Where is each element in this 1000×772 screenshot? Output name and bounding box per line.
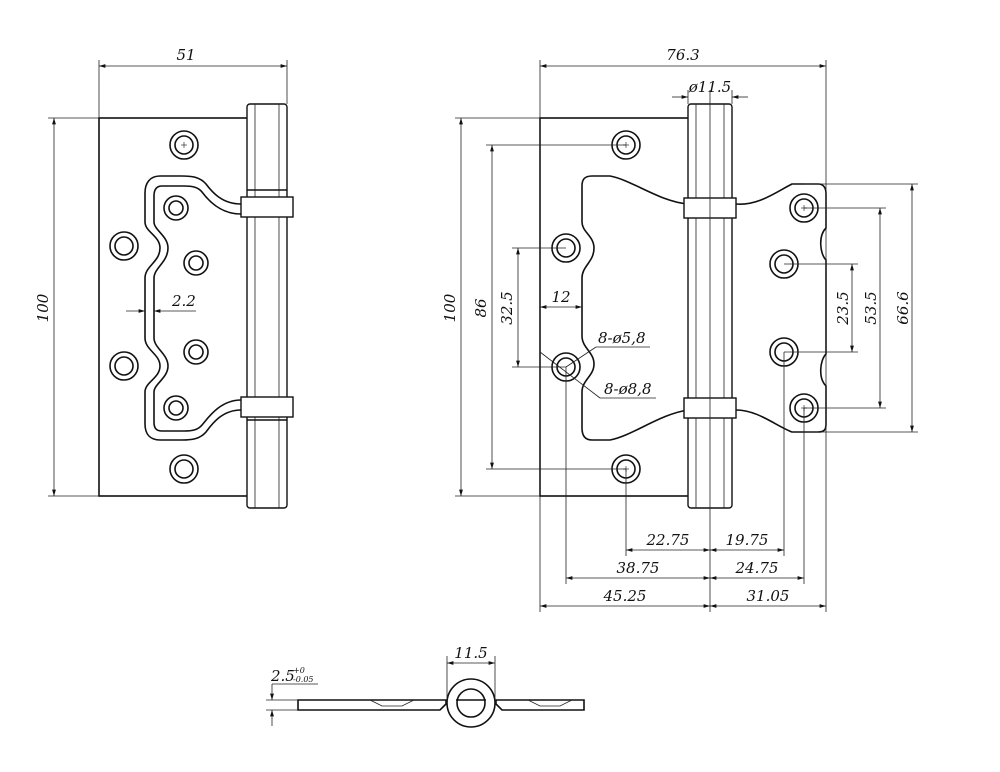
right-width-label: 76.3 [666, 46, 699, 64]
bottom-dim-6: 31.05 [747, 587, 790, 605]
section-tol-lower: -0.05 [293, 675, 314, 684]
left-knuckle-band-top [240, 196, 294, 218]
left-cutout-inner [153, 185, 242, 432]
left-width-label: 51 [176, 46, 195, 64]
section-leaf-right [495, 699, 585, 711]
section-leaf-left [297, 699, 447, 711]
small-holes-callout: 8-ø5,8 [598, 329, 646, 347]
right-view: 76.3 ø11.5 100 86 32.5 12 8-ø5,8 8-ø8,8 … [441, 46, 918, 612]
hole-pitch-inner-label: 32.5 [498, 291, 516, 324]
left-dimensions: 51 100 2.2 [34, 46, 288, 497]
large-holes-callout: 8-ø8,8 [604, 380, 652, 398]
right-height-label: 100 [441, 293, 459, 322]
left-view: 51 100 2.2 [34, 46, 294, 509]
left-knuckle-band-bottom [240, 396, 294, 418]
right-cutout [581, 175, 689, 441]
bottom-dim-5: 45.25 [603, 587, 647, 605]
left-height-label: 100 [34, 293, 52, 322]
section-knuckle-outer [446, 678, 496, 728]
left-cutout-outer [144, 175, 242, 441]
bottom-dim-4: 24.75 [735, 559, 779, 577]
section-tol-upper: +0 [293, 666, 305, 675]
section-view: 11.5 2.5 +0 -0.05 [266, 644, 585, 728]
right-wing [735, 183, 827, 433]
section-thickness-label: 2.5 [270, 667, 295, 685]
left-knuckle [246, 103, 288, 509]
bottom-dim-3: 38.75 [617, 559, 660, 577]
section-knuckle-inner [456, 688, 486, 718]
bottom-dim-1: 22.75 [646, 531, 690, 549]
left-holes [109, 130, 209, 484]
bottom-dim-2: 19.75 [726, 531, 769, 549]
section-knuckle-width-label: 11.5 [454, 644, 487, 662]
right-holes [551, 130, 819, 484]
right-dimensions: 76.3 ø11.5 100 86 32.5 12 8-ø5,8 8-ø8,8 … [441, 46, 914, 608]
right-pitch-mid-label: 53.5 [862, 291, 880, 324]
section-dimensions: 11.5 2.5 +0 -0.05 [266, 644, 496, 726]
edge-offset-label: 12 [551, 288, 570, 306]
knuckle-diameter-label: ø11.5 [688, 78, 731, 96]
hole-pitch-outer-label: 86 [472, 298, 490, 318]
center-marks [181, 142, 807, 472]
left-offset-label: 2.2 [171, 292, 196, 310]
right-pitch-inner-label: 23.5 [834, 291, 852, 325]
right-extension-lines [455, 60, 918, 612]
right-pitch-outer-label: 66.6 [894, 291, 912, 325]
